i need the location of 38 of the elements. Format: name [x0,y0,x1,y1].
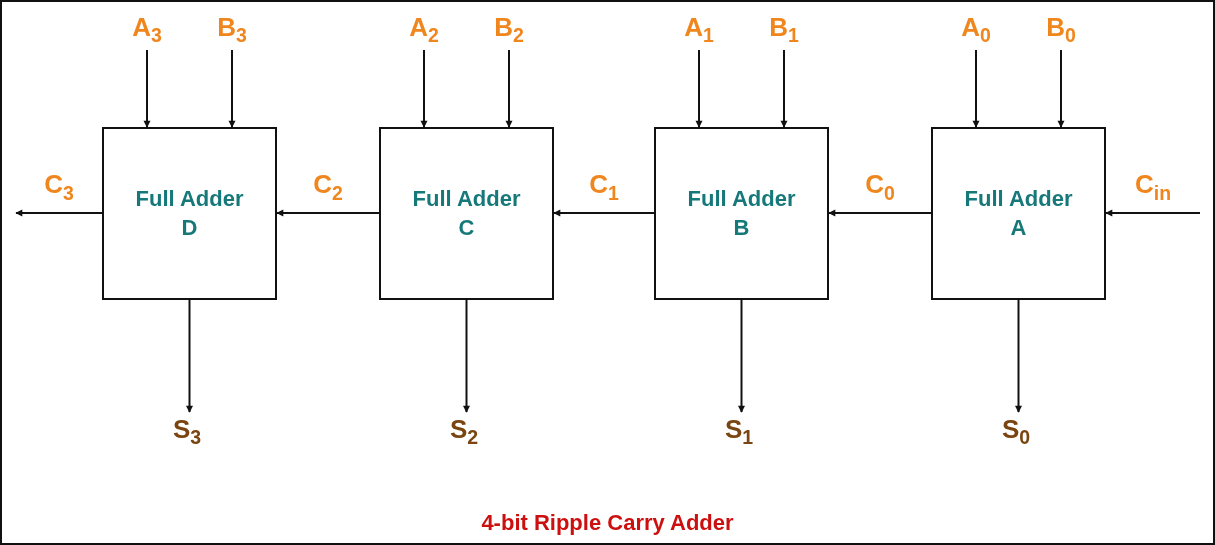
block-label: Full Adder A [963,184,1074,242]
arrow [828,209,932,217]
arrow [1057,49,1065,128]
arrow [695,49,703,128]
arrow [1015,299,1022,413]
arrow [738,299,745,413]
input-label: A$_{3}$ [122,10,172,50]
arrow [463,299,470,413]
input-label: A$_{0}$ [951,10,1001,50]
full-adder-block [931,127,1106,300]
input-label: B$_{3}$ [207,10,257,50]
sum-output-label: S$_{0}$ [991,412,1041,452]
block-label: Full Adder D [134,184,245,242]
sum-output-label: S$_{1}$ [714,412,764,452]
input-label: A$_{2}$ [399,10,449,50]
input-label: B$_{1}$ [759,10,809,50]
block-label: Full Adder B [686,184,797,242]
input-label: B$_{0}$ [1036,10,1086,50]
input-label: A$_{1}$ [674,10,724,50]
arrow [276,209,380,217]
arrow [505,49,513,128]
arrow [553,209,655,217]
full-adder-block [379,127,554,300]
full-adder-block [102,127,277,300]
block-label: Full Adder C [411,184,522,242]
sum-output-label: S$_{3}$ [162,412,212,452]
arrow [1105,209,1201,217]
caption: 4-bit Ripple Carry Adder [480,510,735,536]
arrow [228,49,236,128]
arrow [186,299,193,413]
arrow [780,49,788,128]
input-label: B$_{2}$ [484,10,534,50]
arrow [15,209,103,217]
full-adder-block [654,127,829,300]
sum-output-label: S$_{2}$ [439,412,489,452]
arrow [420,49,428,128]
arrow [972,49,980,128]
arrow [143,49,151,128]
